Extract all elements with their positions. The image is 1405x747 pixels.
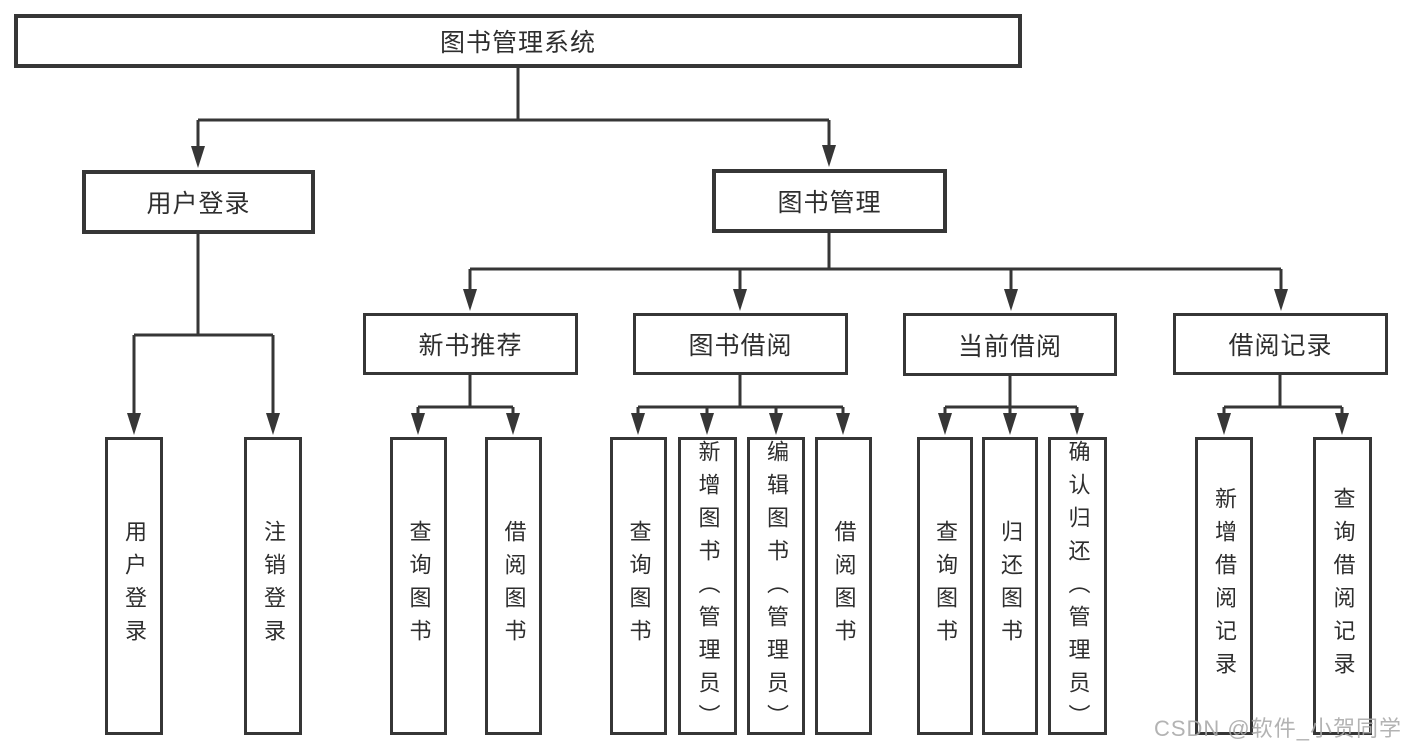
leaf-borrow-add-books-admin: 新增图书（管理员） bbox=[678, 437, 737, 737]
node-book-borrow: 图书借阅 bbox=[633, 313, 848, 375]
node-current-borrow: 当前借阅 bbox=[903, 313, 1117, 376]
node-borrow-records: 借阅记录 bbox=[1173, 313, 1388, 375]
leaf-recommend-borrow-books: 借阅图书 bbox=[485, 437, 542, 735]
leaf-records-query-record: 查询借阅记录 bbox=[1313, 437, 1372, 735]
leaf-logout: 注销登录 bbox=[244, 437, 302, 735]
connector-paths bbox=[132, 68, 1344, 415]
csdn-watermark: CSDN @软件_小贺同学 bbox=[1153, 716, 1402, 741]
leaf-recommend-query-books: 查询图书 bbox=[390, 437, 447, 735]
node-book-management: 图书管理 bbox=[712, 169, 947, 233]
leaf-user-login: 用户登录 bbox=[105, 437, 163, 735]
leaf-borrow-edit-books-admin: 编辑图书（管理员） bbox=[747, 437, 805, 737]
leaf-current-confirm-return-admin: 确认归还（管理员） bbox=[1048, 437, 1107, 737]
node-root: 图书管理系统 bbox=[14, 14, 1022, 68]
leaf-current-return-books: 归还图书 bbox=[982, 437, 1038, 735]
node-new-book-recommend: 新书推荐 bbox=[363, 313, 578, 375]
leaf-current-query-books: 查询图书 bbox=[917, 437, 973, 735]
leaf-borrow-query-books: 查询图书 bbox=[610, 437, 667, 735]
leaf-borrow-borrow-books: 借阅图书 bbox=[815, 437, 872, 735]
node-user-login: 用户登录 bbox=[82, 170, 315, 234]
leaf-records-add-record: 新增借阅记录 bbox=[1195, 437, 1253, 735]
arrowheads bbox=[127, 145, 1349, 435]
